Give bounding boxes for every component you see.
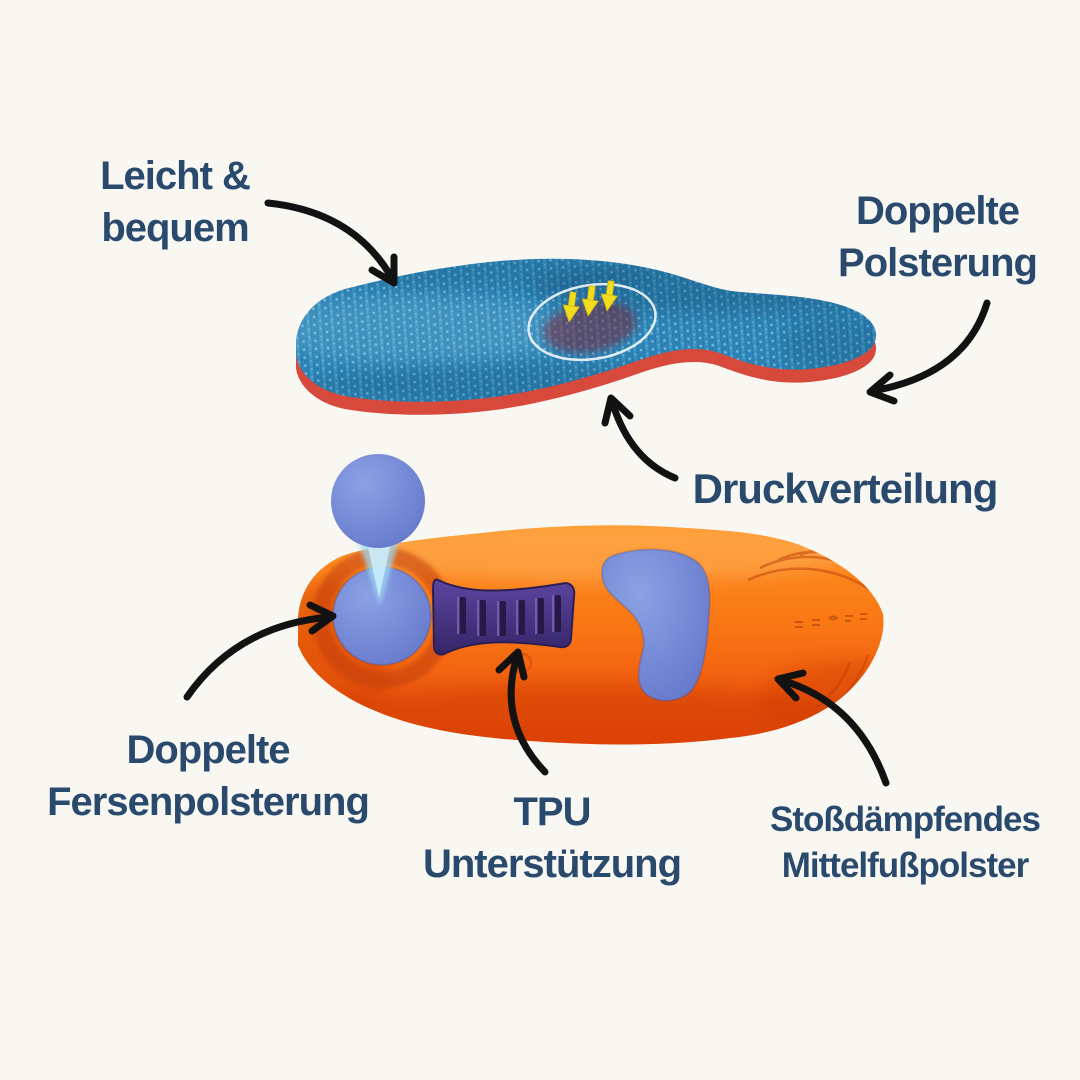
label-line: bequem bbox=[101, 206, 249, 250]
pressure-zone-ellipse bbox=[527, 282, 657, 362]
arrow-druckverteilung bbox=[601, 394, 679, 482]
label-line: Doppelte bbox=[126, 728, 290, 772]
label-doppelte-polsterung: Doppelte Polsterung bbox=[800, 185, 1075, 289]
floating-cushion-ball bbox=[331, 454, 425, 548]
arrow-tpu bbox=[495, 648, 549, 776]
tpu-support bbox=[431, 578, 576, 656]
arrow-mittelfuss bbox=[774, 669, 890, 787]
label-line: Polsterung bbox=[838, 241, 1038, 285]
label-line: Doppelte bbox=[855, 189, 1020, 233]
label-line: Unterstützung bbox=[422, 842, 682, 886]
label-line: Mittelfußpolster bbox=[781, 846, 1029, 886]
size-marks bbox=[795, 613, 867, 628]
label-tpu-unterstuetzung: TPU Unterstützung bbox=[402, 786, 702, 890]
label-leicht-bequem: Leicht & bequem bbox=[40, 150, 310, 254]
arrow-fersenpolsterung bbox=[183, 601, 337, 701]
label-mittelfusspolster: Stoßdämpfendes Mittelfußpolster bbox=[728, 797, 1080, 889]
metatarsal-pad bbox=[600, 548, 711, 702]
arrow-leicht-bequem bbox=[264, 199, 398, 287]
label-line: Leicht & bbox=[100, 154, 251, 198]
label-line: Fersenpolsterung bbox=[47, 780, 370, 824]
insole-bottom-view bbox=[298, 454, 884, 745]
label-druckverteilung: Druckverteilung bbox=[660, 462, 1030, 517]
pressure-arrows-icon bbox=[562, 280, 618, 323]
label-line: TPU bbox=[513, 790, 592, 834]
insole-top-view bbox=[296, 258, 877, 415]
cushion-beam-icon bbox=[358, 541, 399, 606]
label-line: Stoßdämpfendes bbox=[770, 800, 1041, 839]
label-fersenpolsterung: Doppelte Fersenpolsterung bbox=[10, 724, 406, 828]
tpu-slots bbox=[457, 595, 561, 636]
annotation-arrows bbox=[183, 199, 991, 787]
label-line: Druckverteilung bbox=[692, 465, 999, 512]
arrow-doppelte-polsterung bbox=[866, 299, 991, 405]
